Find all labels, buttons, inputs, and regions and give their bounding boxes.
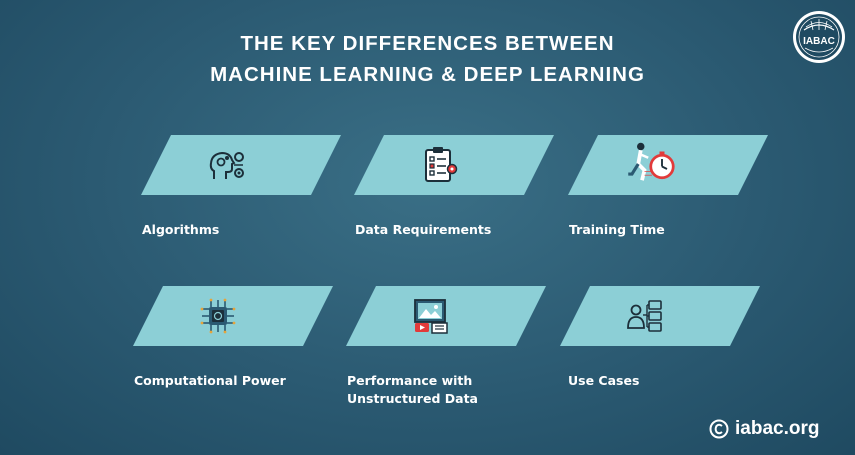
card-training-time: Training Time [568, 135, 768, 237]
card-label: Data Requirements [355, 222, 492, 237]
card-shape [560, 286, 760, 346]
clipboard-checklist-icon [425, 147, 458, 182]
card-label: Use Cases [568, 373, 640, 388]
card-label-line-1: Performance with [347, 373, 473, 388]
footer-website: iabac.org [709, 418, 819, 440]
card-data-requirements: Data Requirements [354, 135, 554, 237]
card-performance-unstructured-data: Performance with Unstructured Data [346, 286, 546, 406]
card-label: Algorithms [142, 222, 220, 237]
card-label: Performance with Unstructured Data [347, 372, 478, 408]
logo-text: IABAC [803, 36, 835, 47]
title-line-1: THE KEY DIFFERENCES BETWEEN [240, 32, 615, 55]
card-algorithms: Algorithms [141, 135, 341, 237]
copyright-icon [709, 419, 729, 439]
iabac-logo: IABAC [792, 10, 846, 64]
brain-gear-icon [209, 151, 244, 179]
card-computational-power: Computational Power [133, 286, 333, 388]
globe-icon: IABAC [793, 11, 845, 63]
title-line-2: MACHINE LEARNING & DEEP LEARNING [210, 63, 645, 86]
media-document-icon [414, 299, 448, 334]
footer-text: iabac.org [735, 418, 820, 439]
page-title: THE KEY DIFFERENCES BETWEEN MACHINE LEAR… [0, 28, 855, 90]
card-shape [346, 286, 546, 346]
card-label: Computational Power [134, 373, 286, 388]
card-label-line-2: Unstructured Data [347, 391, 478, 406]
microchip-icon [200, 298, 236, 334]
person-list-icon [627, 300, 662, 332]
card-use-cases: Use Cases [560, 286, 760, 388]
runner-clock-icon [628, 142, 675, 181]
card-label: Training Time [569, 222, 665, 237]
